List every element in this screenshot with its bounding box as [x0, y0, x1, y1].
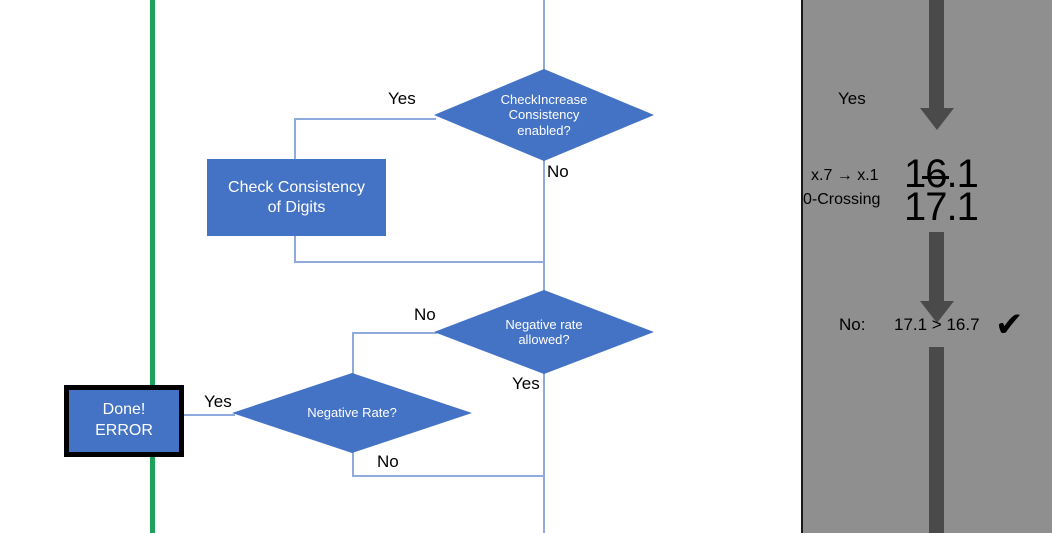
decision-line-1: CheckIncrease — [500, 92, 588, 107]
edge-label-negrate-yes: Yes — [204, 392, 232, 411]
terminator-line-1: Done! — [102, 401, 146, 419]
connector-negrate-no-horizontal — [352, 475, 545, 477]
edge-label-negrate-no: No — [377, 452, 399, 471]
panel-check-icon: ✔ — [995, 306, 1024, 344]
connector-spine-top — [543, 0, 545, 78]
terminator-label: Done! ERROR — [95, 400, 153, 442]
process-label: Check Consistency of Digits — [228, 178, 365, 218]
connector-allowed-no-down — [352, 332, 354, 375]
panel-transition-label: x.7 → x.1 — [811, 167, 879, 184]
panel-zero-crossing-label: 0-Crossing — [803, 191, 881, 208]
terminator-line-2: ERROR — [95, 422, 153, 439]
connector-negrate-yes-horizontal — [173, 414, 235, 416]
connector-allowed-no-horizontal — [352, 332, 437, 334]
decision-line-1: Negative rate — [505, 316, 583, 332]
panel-comparison: 17.1 > 16.7 — [894, 315, 980, 334]
panel-arrow-top-head — [920, 108, 954, 130]
edge-label-consistency-no: No — [547, 162, 569, 181]
connector-negrate-bottom-down — [352, 452, 354, 476]
decision-negative-rate[interactable]: Negative Rate? — [232, 373, 472, 453]
panel-arrow-bottom-shaft — [929, 347, 944, 533]
process-line-1: Check Consistency — [228, 178, 365, 196]
process-line-2: of Digits — [267, 198, 326, 216]
decision-line-1: Negative Rate? — [307, 405, 397, 421]
connector-spine-lower — [543, 355, 545, 533]
panel-arrow-mid-shaft — [929, 232, 944, 304]
decision-label: Negative Rate? — [301, 405, 403, 420]
panel-value-strikethrough — [922, 176, 949, 179]
connector-consistency-yes-down — [294, 118, 296, 160]
decision-check-increase-consistency[interactable]: CheckIncrease Consistency enabled? — [434, 69, 654, 161]
process-check-consistency-of-digits[interactable]: Check Consistency of Digits — [207, 159, 386, 236]
edge-label-allowed-yes: Yes — [512, 374, 540, 393]
edge-label-allowed-no: No — [414, 305, 436, 324]
explanation-panel: Yes x.7 → x.1 0-Crossing 16.1 17.1 No: 1… — [801, 0, 1052, 533]
decision-label: Negative rate allowed? — [499, 317, 588, 348]
panel-arrow-top-shaft — [929, 0, 944, 110]
decision-label: CheckIncrease Consistency enabled? — [495, 92, 594, 138]
decision-negative-rate-allowed[interactable]: Negative rate allowed? — [434, 290, 654, 374]
connector-box-bottom-down — [294, 233, 296, 262]
decision-line-3: enabled? — [517, 122, 571, 138]
panel-arrow-mid-head — [920, 301, 954, 323]
panel-value-struck: 16.1 — [904, 152, 979, 196]
panel-value-current: 17.1 — [904, 185, 979, 229]
connector-box-return-horizontal — [294, 261, 545, 263]
edge-label-consistency-yes: Yes — [388, 89, 416, 108]
decision-line-2: allowed? — [518, 332, 570, 347]
decision-line-2: Consistency — [508, 107, 580, 123]
connector-consistency-yes-horizontal — [294, 118, 436, 120]
terminator-done-error[interactable]: Done! ERROR — [64, 385, 184, 457]
green-divider-line — [150, 0, 155, 533]
panel-result-prefix: No: — [839, 315, 866, 334]
panel-yes-label: Yes — [838, 89, 866, 108]
connector-spine-mid — [543, 160, 545, 305]
